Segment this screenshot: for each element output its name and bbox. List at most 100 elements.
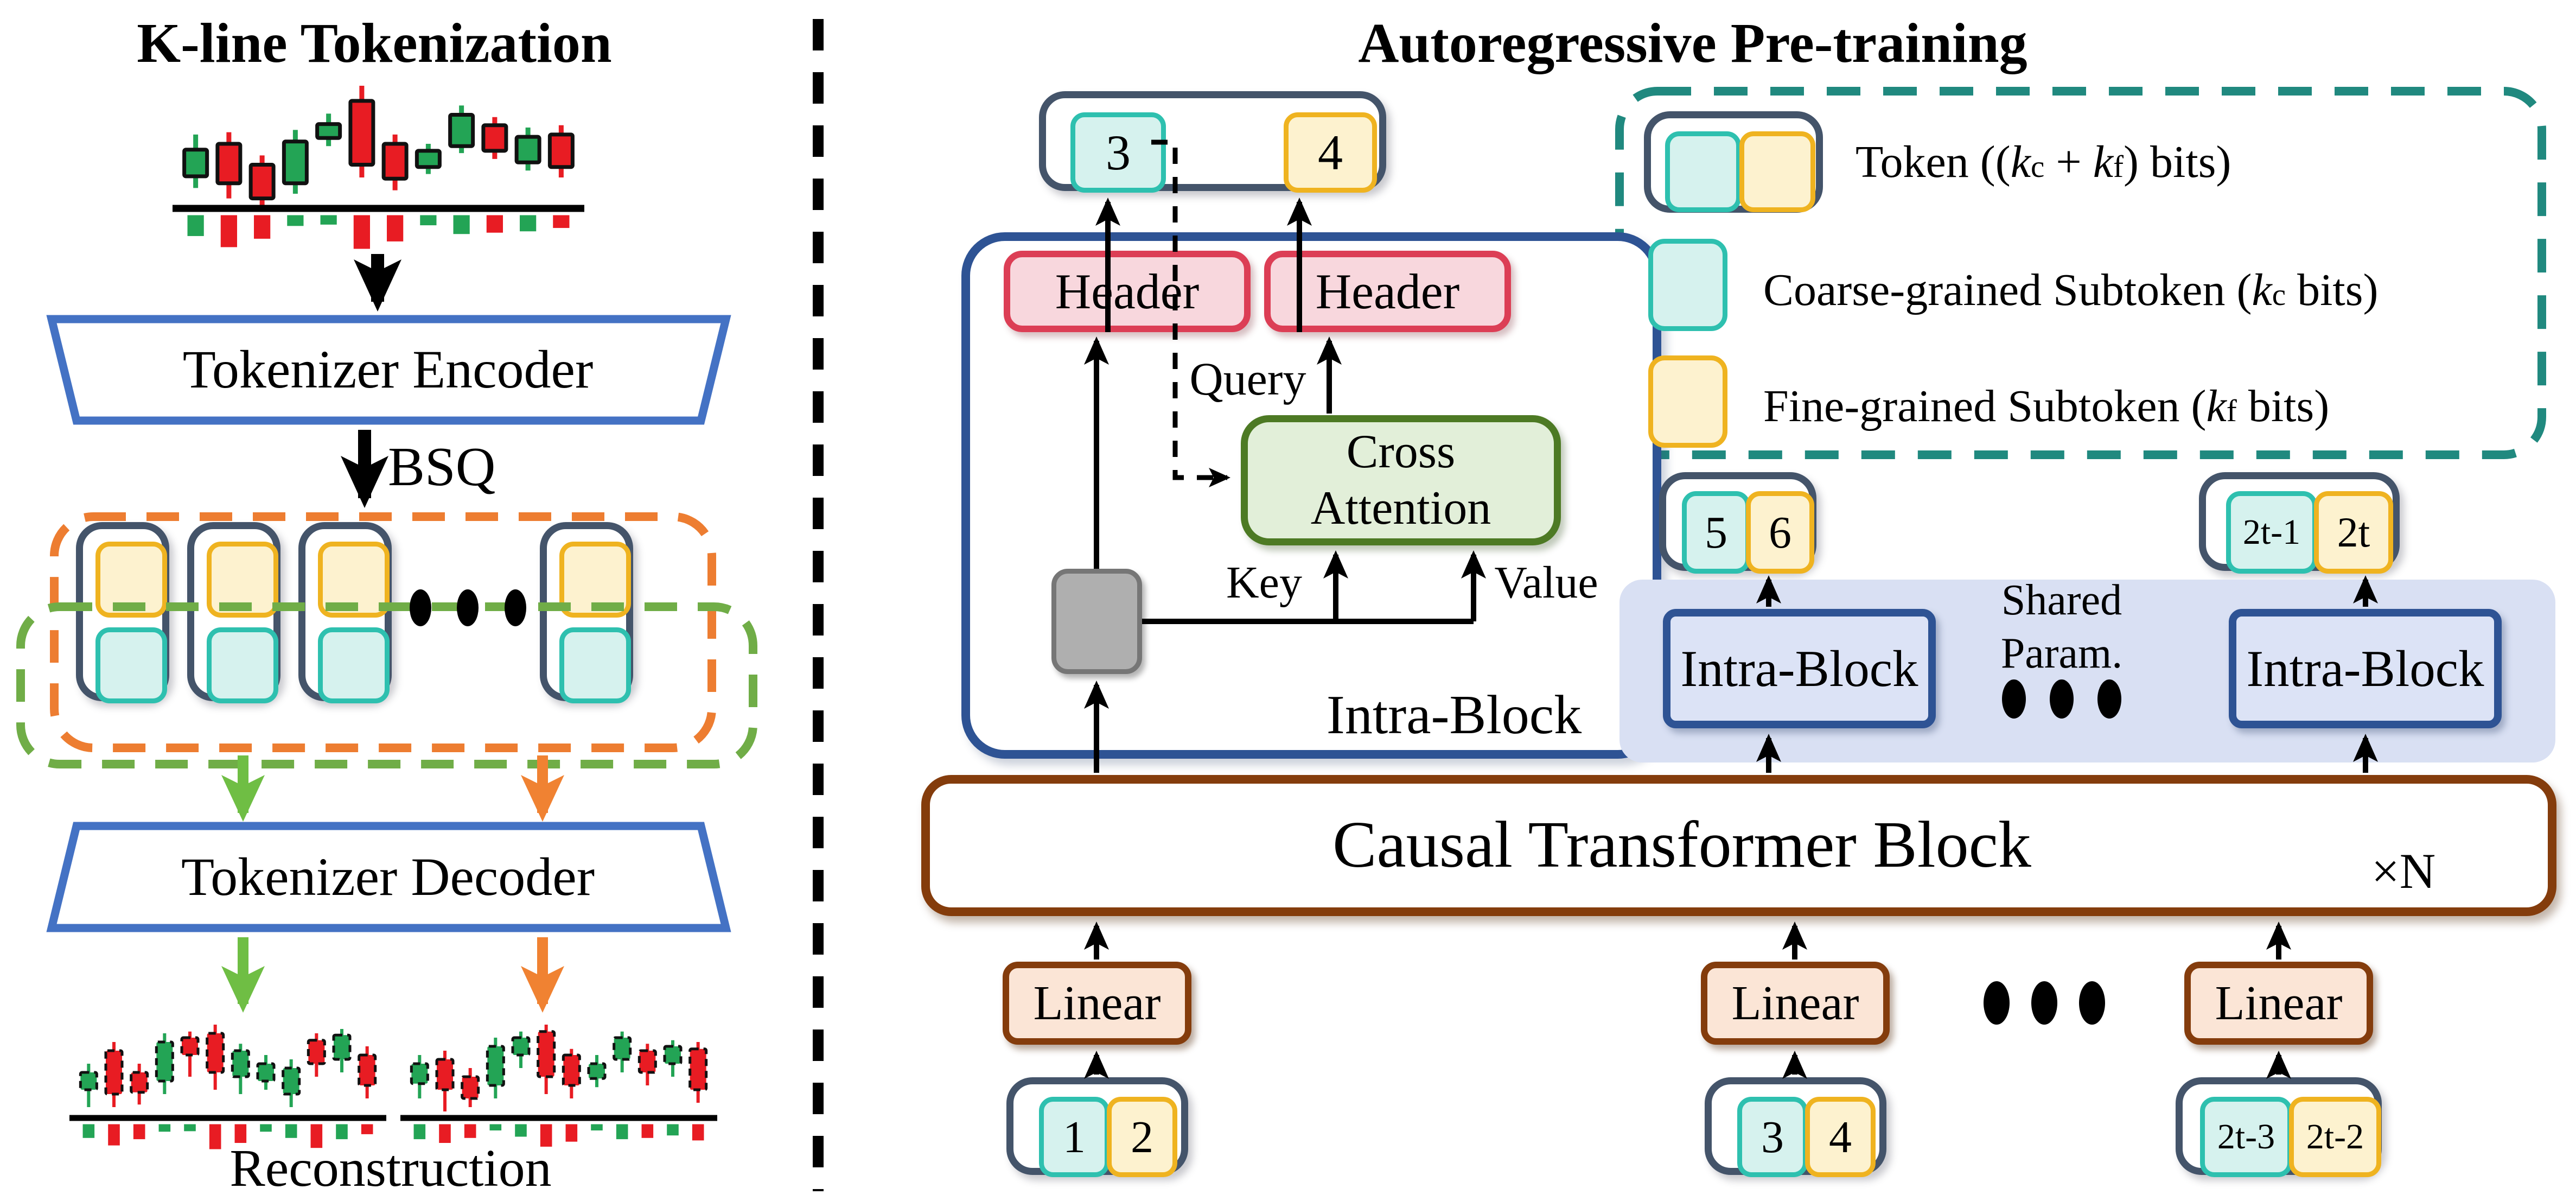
volume-bar — [260, 1124, 272, 1132]
volume-bar — [540, 1124, 552, 1147]
legend-math-sub: c — [2030, 150, 2045, 184]
coarse-subtoken-box — [318, 627, 390, 703]
source-candlestick-chart — [173, 86, 584, 249]
reconstruction-label: Reconstruction — [229, 1139, 552, 1198]
candle-body — [231, 1049, 250, 1078]
legend-text: ) bits) — [2124, 137, 2231, 187]
candle-body — [511, 1036, 531, 1057]
token-pair-2 — [187, 522, 280, 703]
volume-bar — [553, 215, 570, 228]
volume-bar — [692, 1124, 704, 1141]
tokenizer-encoder-shape — [46, 315, 731, 425]
output-token-box: 3 4 — [1039, 91, 1386, 193]
candle-body — [307, 1039, 326, 1065]
header-fine: Header — [1264, 251, 1511, 332]
intra-block-detail-label: Intra-Block — [1326, 684, 1582, 746]
header-coarse: Header — [1004, 251, 1251, 332]
legend-math-k: k — [2093, 137, 2114, 187]
candle-body — [587, 1062, 607, 1080]
shared-param-line2: Param. — [2000, 629, 2123, 677]
tokenizer-decoder-shape — [46, 822, 731, 932]
intra-block-right: Intra-Block — [2229, 609, 2502, 728]
candle-body — [537, 1030, 556, 1078]
fine-subtoken-box — [207, 542, 278, 618]
candle-body — [215, 142, 243, 186]
volume-bar — [187, 215, 204, 236]
legend-dashed-border — [1615, 87, 2546, 459]
fine-subtoken-box — [95, 542, 167, 618]
candle-body — [206, 1032, 225, 1074]
volume-bar — [591, 1124, 603, 1130]
volume-bar — [486, 215, 503, 233]
volume-bar — [413, 1124, 426, 1140]
candle-body — [332, 1033, 352, 1061]
volume-bar — [616, 1124, 628, 1140]
legend-text: Coarse-grained Subtoken ( — [1763, 265, 2252, 315]
token-5-6: 5 6 — [1659, 472, 1816, 574]
volume-bar — [254, 215, 271, 239]
candle-body — [282, 139, 309, 186]
legend-token-sample — [1644, 111, 1823, 213]
coarse-subtoken-2t-1: 2t-1 — [2226, 491, 2317, 574]
token-pair-1 — [76, 522, 169, 703]
candle-body — [663, 1045, 683, 1065]
candle-body — [415, 149, 442, 169]
legend-math-k: k — [2010, 137, 2031, 187]
value-label: Value — [1494, 557, 1598, 608]
repeat-n-label: ×N — [2371, 843, 2436, 899]
candle-body — [130, 1071, 149, 1094]
fine-subtoken-box — [1739, 131, 1815, 212]
coarse-subtoken-box — [559, 627, 631, 703]
coarse-subtoken-1: 1 — [1039, 1097, 1110, 1177]
cross-attention-box: Cross Attention — [1241, 415, 1561, 545]
fine-subtoken-4: 4 — [1805, 1097, 1876, 1177]
right-panel-title: Autoregressive Pre-training — [1358, 12, 2027, 74]
coarse-subtoken-2t-3: 2t-3 — [2200, 1097, 2292, 1177]
legend-math-sub: c — [2272, 278, 2286, 312]
legend-coarse-sample — [1648, 239, 1727, 331]
coarse-subtoken-box — [95, 627, 167, 703]
causal-transformer-label: Causal Transformer Block — [1332, 808, 2031, 881]
legend-text: Token (( — [1856, 137, 2011, 187]
fine-subtoken-box — [318, 542, 390, 618]
candle-body — [180, 1036, 200, 1057]
volume-bar — [520, 215, 537, 232]
fine-subtoken-6: 6 — [1746, 491, 1814, 574]
volume-bar — [489, 1124, 502, 1130]
fine-subtoken-2: 2 — [1107, 1097, 1177, 1177]
candle-body — [315, 122, 342, 140]
volume-bar — [234, 1124, 247, 1143]
volume-bar — [184, 1124, 196, 1132]
token-1-2: 1 2 — [1006, 1077, 1188, 1177]
reconstruction-chart-right — [400, 1025, 717, 1147]
key-label: Key — [1226, 557, 1302, 608]
causal-transformer-block — [921, 775, 2556, 916]
legend-math-k: k — [2206, 381, 2227, 431]
query-label: Query — [1189, 353, 1306, 405]
candle-body — [358, 1053, 377, 1087]
linear-2: Linear — [1701, 962, 1890, 1045]
legend-math-sub: f — [2113, 150, 2124, 184]
volume-bar — [82, 1124, 95, 1138]
linear-1: Linear — [1003, 962, 1191, 1045]
candle-body — [435, 1058, 455, 1091]
intra-block-left: Intra-Block — [1663, 609, 1936, 728]
volume-bar — [565, 1124, 578, 1142]
coarse-subtoken-3: 3 — [1737, 1097, 1808, 1177]
coarse-subtoken-box — [1665, 131, 1741, 212]
legend-fine-sample — [1648, 355, 1727, 448]
candle-body — [410, 1062, 429, 1085]
bsq-label: BSQ — [388, 436, 496, 498]
candle-body — [381, 142, 409, 181]
candle-body — [256, 1062, 276, 1083]
volume-bar — [285, 1124, 297, 1138]
volume-bar — [133, 1124, 145, 1140]
legend-math-sub: f — [2226, 394, 2237, 428]
volume-bar — [387, 215, 404, 242]
volume-bar — [320, 215, 337, 225]
tokenizer-decoder-label: Tokenizer Decoder — [181, 846, 595, 907]
volume-bar — [420, 215, 437, 226]
candle-body — [481, 123, 508, 153]
